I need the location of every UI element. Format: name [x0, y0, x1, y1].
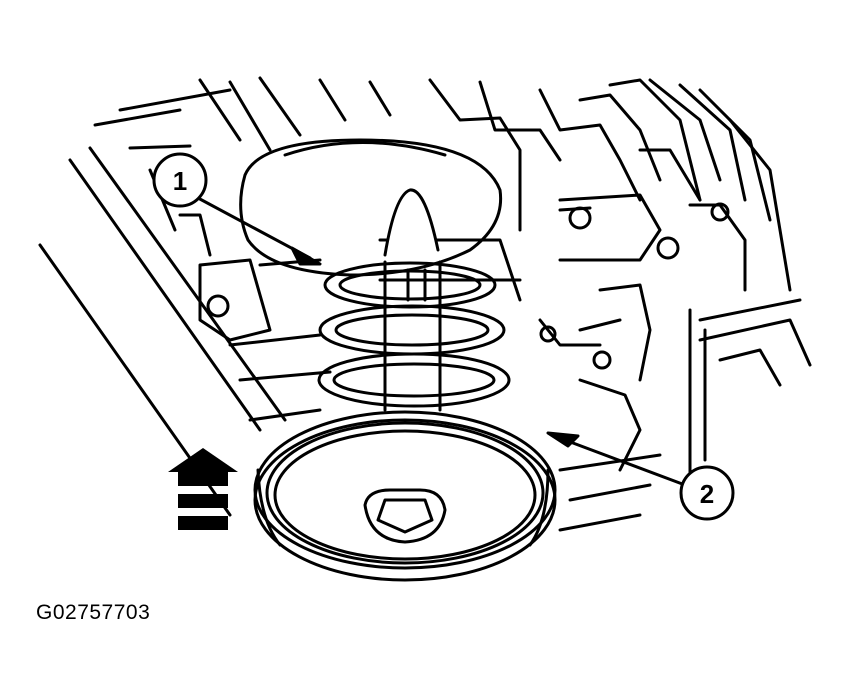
callout-1-label: 1	[173, 166, 187, 196]
callout-1: 1	[152, 152, 208, 208]
callout-2-label: 2	[700, 479, 714, 509]
return-spring	[317, 188, 511, 412]
up-arrow-icon	[168, 448, 238, 530]
figure-id: G02757703	[36, 601, 151, 624]
callout-2: 2	[679, 465, 735, 521]
transmission-housing	[38, 76, 812, 532]
piston-cover-plate	[253, 410, 557, 582]
callout-2-leader	[546, 431, 687, 487]
callout-1-leader	[196, 196, 322, 266]
